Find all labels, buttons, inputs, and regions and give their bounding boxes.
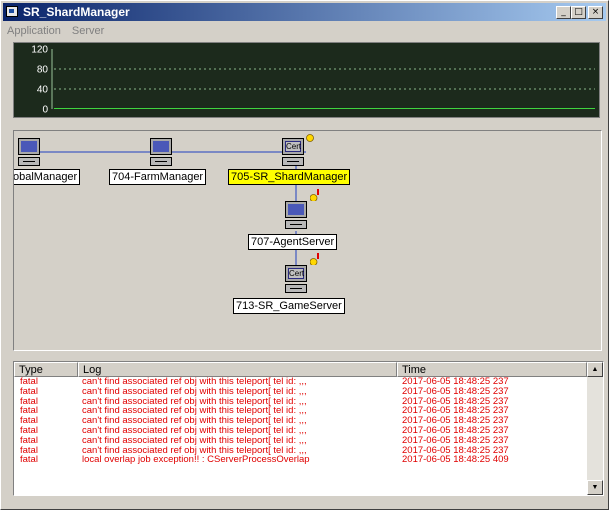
app-icon[interactable] [6,6,18,17]
log-cell-message: can't find associated ref obj with this … [82,435,307,446]
column-header-log[interactable]: Log [78,362,397,377]
server-topology-diagram: obalManager 704-FarmManager Cert 705-SR_… [13,130,602,351]
log-cell-time: 2017-06-05 18:48:25 237 [402,416,509,427]
log-table: Type Log Time fatal can't find associated… [13,361,604,496]
log-row[interactable]: fatal local overlap job exception!! : CSe… [14,455,587,465]
log-cell-message: can't find associated ref obj with this … [82,406,307,417]
log-cell-time: 2017-06-05 18:48:25 237 [402,377,509,387]
node-label-global-manager[interactable]: obalManager [14,169,81,185]
scroll-up-icon[interactable]: ▲ [587,362,603,377]
log-cell-message: can't find associated ref obj with this … [82,416,307,427]
log-header: Type Log Time [14,362,587,377]
menu-bar: Application Server [3,23,108,41]
log-cell-type: fatal [20,406,38,417]
log-cell-type: fatal [20,445,38,456]
log-cell-time: 2017-06-05 18:48:25 237 [402,396,509,407]
server-computer-icon[interactable] [285,201,307,229]
warning-hand-icon [310,253,319,265]
node-label-shard-manager[interactable]: 705-SR_ShardManager [228,169,351,185]
y-tick-label: 0 [42,105,48,116]
log-row[interactable]: fatal can't find associated ref obj with … [14,446,587,456]
chart-plot: 120 80 40 0 [31,45,595,116]
log-cell-message: can't find associated ref obj with this … [82,425,307,436]
server-computer-icon[interactable] [150,138,172,166]
log-cell-message: can't find associated ref obj with this … [82,445,307,456]
maximize-button[interactable]: □ [571,6,586,19]
column-header-type[interactable]: Type [14,362,78,377]
log-cell-time: 2017-06-05 18:48:25 237 [402,435,509,446]
cert-label: Cert [288,268,305,279]
server-computer-icon[interactable]: Cert [285,265,307,293]
log-cell-message: can't find associated ref obj with this … [82,386,307,397]
log-cell-time: 2017-06-05 18:48:25 237 [402,445,509,456]
log-cell-time: 2017-06-05 18:48:25 237 [402,425,509,436]
log-cell-time: 2017-06-05 18:48:25 409 [402,455,509,466]
log-cell-message: local overlap job exception!! : CServerP… [82,455,310,466]
y-tick-label: 80 [37,65,49,76]
minimize-button[interactable]: _ [556,6,571,19]
log-cell-type: fatal [20,435,38,446]
log-cell-message: can't find associated ref obj with this … [82,396,307,407]
log-row[interactable]: fatal can't find associated ref obj with … [14,436,587,446]
column-header-time[interactable]: Time [397,362,587,377]
log-cell-type: fatal [20,396,38,407]
close-button[interactable]: × [588,6,603,19]
log-cell-type: fatal [20,377,38,387]
log-cell-time: 2017-06-05 18:48:25 237 [402,406,509,417]
warning-hand-icon [310,189,319,201]
log-row[interactable]: fatal can't find associated ref obj with … [14,426,587,436]
scroll-down-icon[interactable]: ▼ [587,480,603,495]
node-label-game-server[interactable]: 713-SR_GameServer [233,298,345,314]
log-cell-type: fatal [20,416,38,427]
log-row[interactable]: fatal can't find associated ref obj with … [14,377,587,387]
server-computer-icon[interactable] [18,138,40,166]
log-row[interactable]: fatal can't find associated ref obj with … [14,397,587,407]
traffic-chart: 120 80 40 0 [13,42,600,118]
log-cell-message: can't find associated ref obj with this … [82,377,307,387]
node-label-farm-manager[interactable]: 704-FarmManager [109,169,207,185]
menu-application[interactable]: Application [7,25,61,37]
log-cell-type: fatal [20,455,38,466]
y-tick-label: 40 [37,85,49,96]
y-tick-label: 120 [31,45,48,56]
title-bar[interactable]: SR_ShardManager _ □ × [3,3,606,21]
log-cell-type: fatal [20,425,38,436]
node-label-agent-server[interactable]: 707-AgentServer [248,234,338,250]
server-computer-icon[interactable]: Cert [282,138,304,166]
log-rows: fatal can't find associated ref obj with … [14,377,587,465]
log-cell-type: fatal [20,386,38,397]
log-row[interactable]: fatal can't find associated ref obj with … [14,416,587,426]
log-row[interactable]: fatal can't find associated ref obj with … [14,406,587,416]
log-row[interactable]: fatal can't find associated ref obj with … [14,387,587,397]
log-cell-time: 2017-06-05 18:48:25 237 [402,386,509,397]
log-scrollbar[interactable]: ▲ ▼ [587,362,603,495]
cert-label: Cert [285,141,302,152]
menu-server[interactable]: Server [71,25,105,37]
warning-hand-icon [306,134,314,142]
window-title: SR_ShardManager [23,5,130,19]
